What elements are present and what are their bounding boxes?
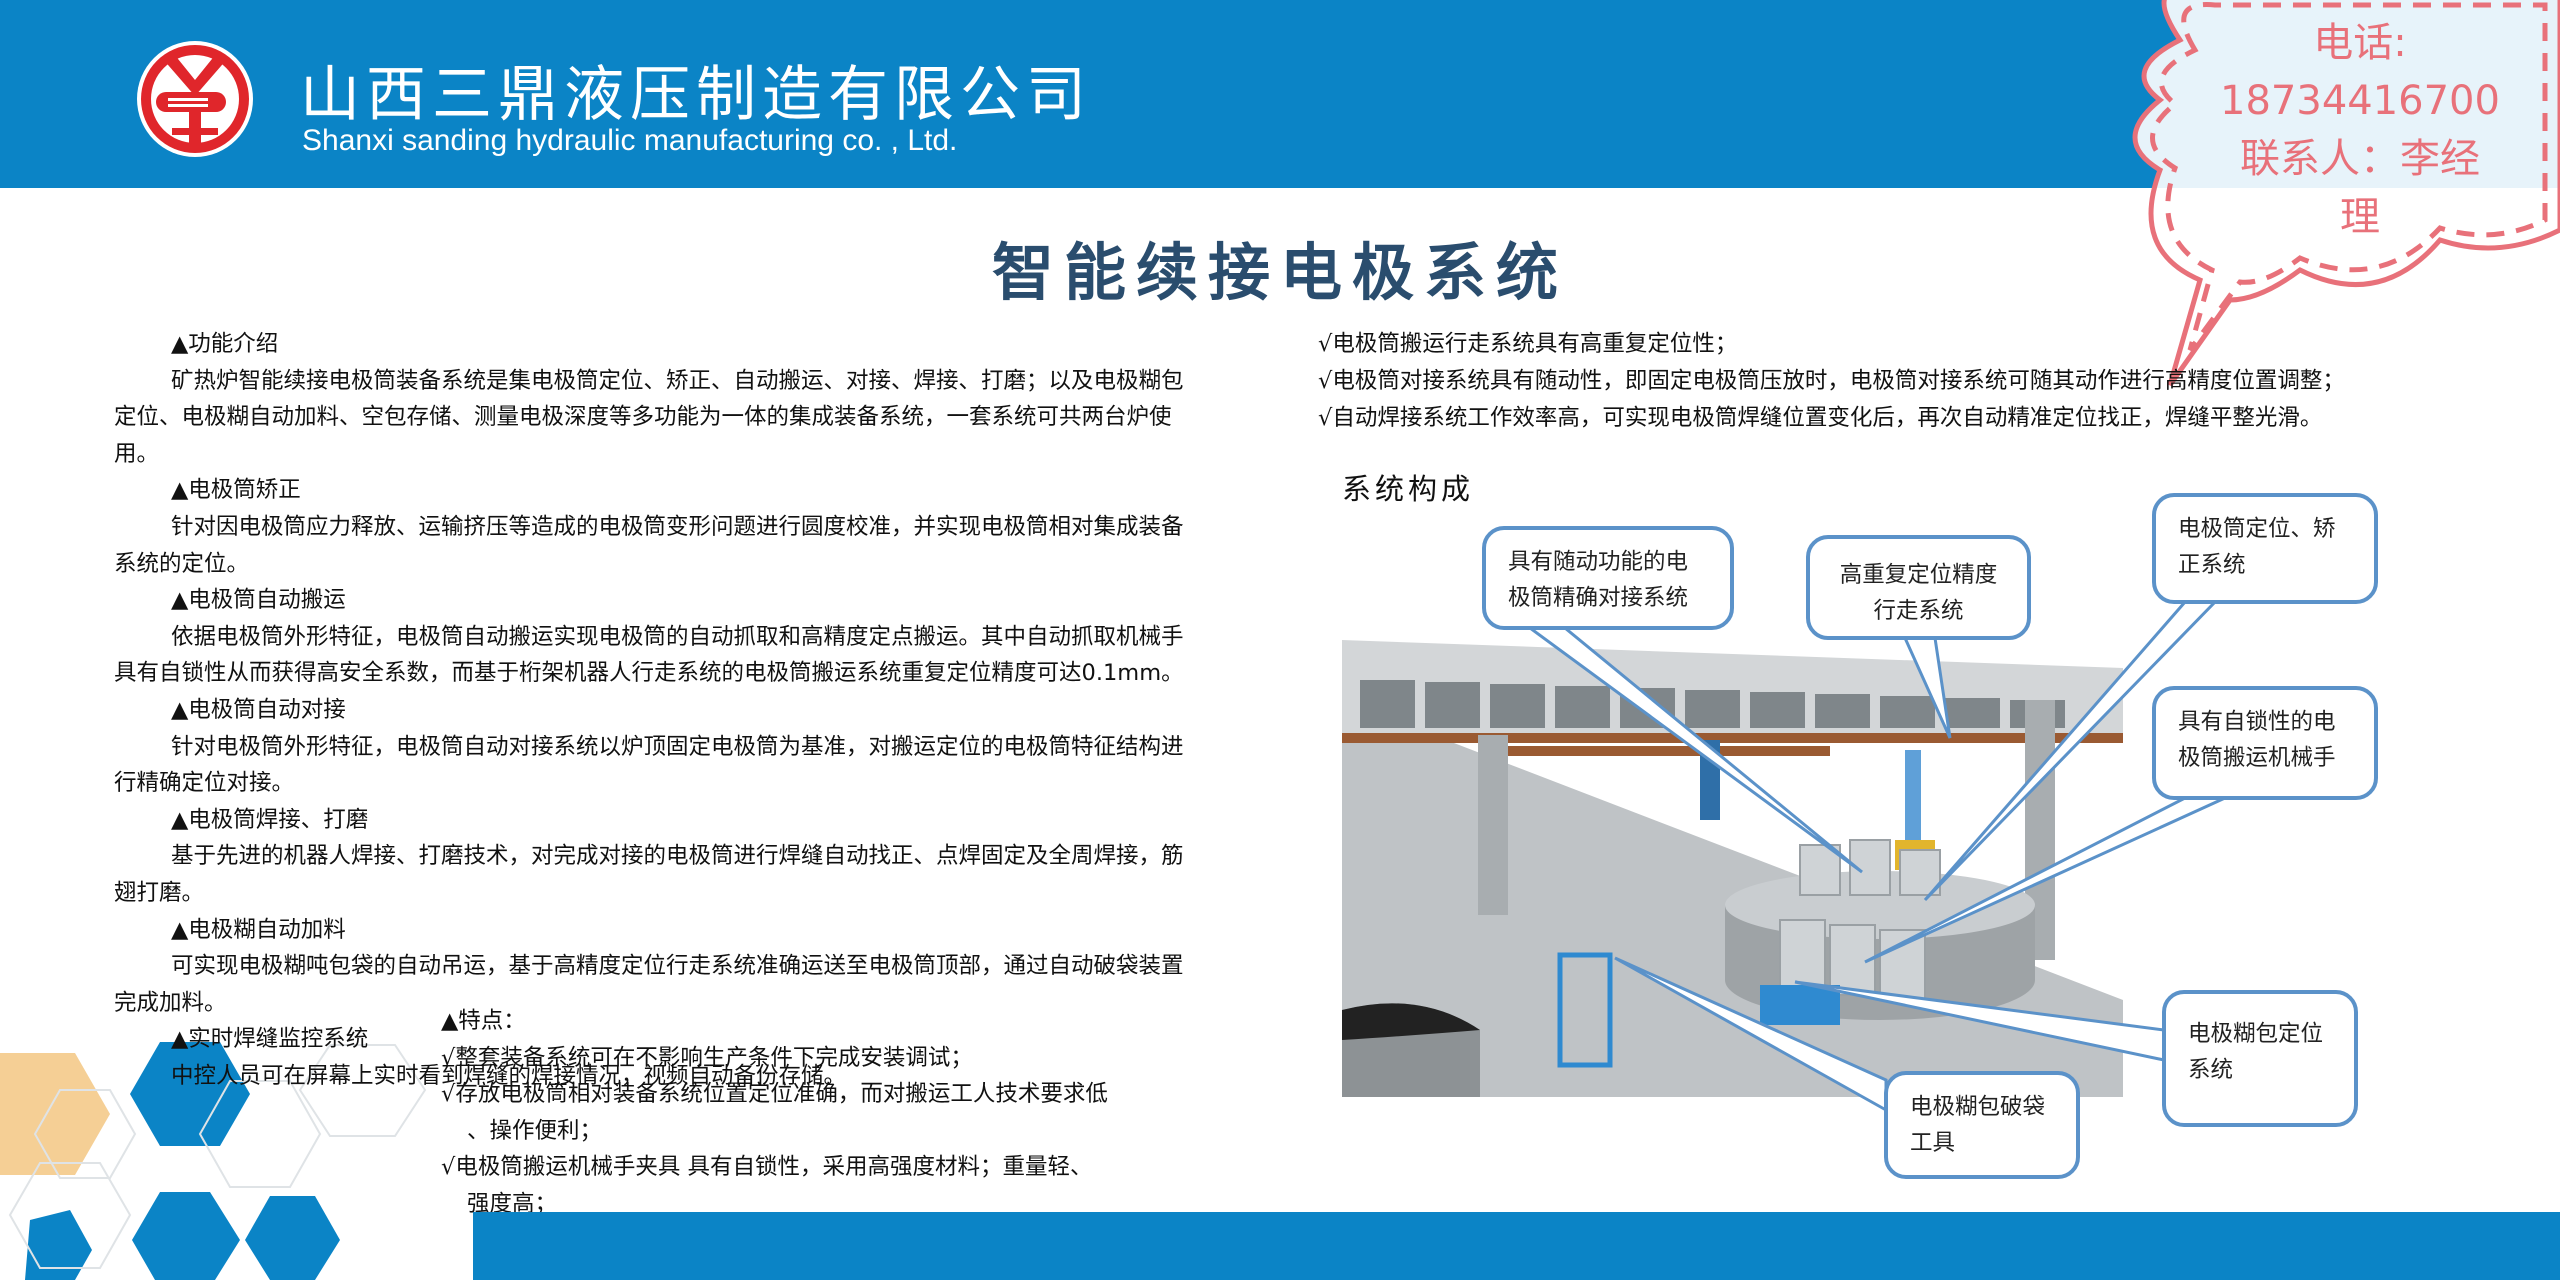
system-heading: 系统构成 (1342, 472, 1475, 506)
section-heading: ▲电极筒矫正 (171, 477, 301, 504)
section-paragraph: 针对电极筒外形特征，电极筒自动对接系统以炉顶固定电极筒为基准，对搬运定位的电极筒… (114, 733, 1184, 797)
feature-item: √整套装备系统可在不影响生产条件下完成安装调试； (441, 1044, 973, 1071)
callout-docking-system: 具有随动功能的电极筒精确对接系统 (1482, 526, 1734, 630)
callout-bag-breaker: 电极糊包破袋工具 (1884, 1071, 2080, 1179)
feature-item: √存放电极筒相对装备系统位置定位准确，而对搬运工人技术要求低 (441, 1081, 1108, 1108)
equipment-illustration (1342, 640, 2123, 1097)
callout-positioning-system: 电极筒定位、矫正系统 (2152, 493, 2378, 604)
phone-number: 18734416700 (2220, 78, 2500, 124)
section-paragraph: 依据电极筒外形特征，电极筒自动搬运实现电极筒的自动抓取和高精度定点搬运。其中自动… (114, 623, 1184, 687)
section-heading: ▲电极筒焊接、打磨 (171, 806, 369, 833)
section-heading: ▲电极筒自动搬运 (171, 587, 346, 614)
section-paragraph: 中控人员可在屏幕上实时看到焊缝的焊接情况，视频自动备份存储。 (171, 1062, 847, 1089)
section-paragraph: 针对因电极筒应力释放、运输挤压等造成的电极筒变形问题进行圆度校准，并实现电极筒相… (114, 513, 1184, 577)
company-logo (137, 41, 253, 157)
section-heading: ▲电极筒自动对接 (171, 696, 346, 723)
phone-label: 电话: (2313, 20, 2407, 66)
page-title: 智能续接电极系统 (991, 236, 1568, 309)
section-heading: ▲功能介绍 (171, 331, 279, 357)
feature-item: √自动焊接系统工作效率高，可实现电极筒焊缝位置变化后，再次自动精准定位找正，焊缝… (1318, 405, 2323, 431)
contact-info: 电话: 18734416700 联系人：李经 理 (2200, 14, 2520, 246)
section-heading: ▲电极糊自动加料 (171, 916, 346, 943)
intro-section: ▲功能介绍矿热炉智能续接电极筒装备系统是集电极筒定位、矫正、自动搬运、对接、焊接… (114, 326, 1184, 1094)
feature-item: √电极筒对接系统具有随动性，即固定电极筒压放时，电极筒对接系统可随其动作进行高精… (1318, 368, 2345, 394)
callout-travel-system: 高重复定位精度行走系统 (1806, 535, 2031, 640)
callout-manipulator: 具有自锁性的电极筒搬运机械手 (2152, 686, 2378, 800)
feature-item-cont: 、操作便利； (467, 1117, 603, 1144)
section-paragraph: 矿热炉智能续接电极筒装备系统是集电极筒定位、矫正、自动搬运、对接、焊接、打磨；以… (114, 367, 1184, 467)
section-paragraph: 基于先进的机器人焊接、打磨技术，对完成对接的电极筒进行焊缝自动找正、点焊固定及全… (114, 843, 1184, 906)
feature-item: √电极筒搬运机械手夹具 具有自锁性，采用高强度材料；重量轻、 (441, 1154, 1093, 1181)
callout-pointers (1525, 600, 2226, 1113)
company-name-cn: 山西三鼎液压制造有限公司 (300, 60, 1092, 130)
callout-paste-positioning: 电极糊包定位系统 (2162, 990, 2358, 1127)
company-name-en: Shanxi sanding hydraulic manufacturing c… (302, 124, 958, 157)
features-heading: ▲特点： (441, 1008, 526, 1034)
footer-stripe (473, 1212, 2560, 1280)
features-section: ▲特点： √整套装备系统可在不影响生产条件下完成安装调试； √存放电极筒相对装备… (441, 1003, 1181, 1223)
contact-person-cont: 理 (2340, 194, 2380, 240)
section-paragraph: 可实现电极糊吨包袋的自动吊运，基于高精度定位行走系统准确运送至电极筒顶部，通过自… (114, 953, 1184, 1016)
feature-item: √电极筒搬运行走系统具有高重复定位性； (1318, 331, 1738, 357)
contact-person: 联系人：李经 (2240, 136, 2480, 182)
features-right: √电极筒搬运行走系统具有高重复定位性； √电极筒对接系统具有随动性，即固定电极筒… (1318, 326, 2345, 437)
section-heading: ▲实时焊缝监控系统 (171, 1026, 369, 1053)
